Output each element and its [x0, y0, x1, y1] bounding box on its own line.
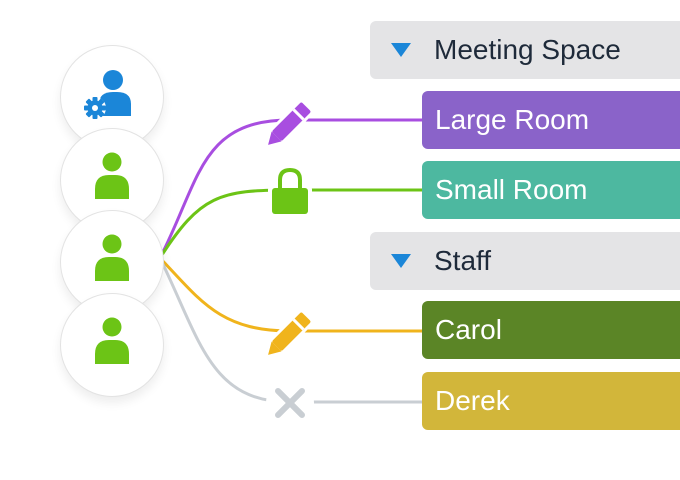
- user-gear-icon: [84, 70, 131, 119]
- resource-label: Derek: [435, 385, 510, 416]
- lock-icon[interactable]: [262, 158, 318, 222]
- triangle-down-icon: [391, 43, 411, 57]
- user-icon: [95, 152, 129, 199]
- group-header-label: Meeting Space: [434, 34, 621, 65]
- group-header-staff[interactable]: Staff: [370, 232, 680, 290]
- resource-carol[interactable]: Carol: [422, 301, 680, 359]
- triangle-down-icon: [391, 254, 411, 268]
- group-header-meeting-space[interactable]: Meeting Space: [370, 21, 680, 79]
- resource-small-room[interactable]: Small Room: [422, 161, 680, 219]
- resource-label: Carol: [435, 314, 502, 345]
- resource-label: Small Room: [435, 174, 588, 205]
- user-avatar-3[interactable]: [60, 293, 164, 397]
- resource-large-room[interactable]: Large Room: [422, 91, 680, 149]
- pencil-icon[interactable]: [255, 298, 325, 368]
- resource-label: Large Room: [435, 104, 590, 135]
- group-header-label: Staff: [434, 245, 492, 276]
- wire-large-room: [158, 118, 422, 259]
- resource-derek[interactable]: Derek: [422, 372, 680, 430]
- admin-avatar[interactable]: [60, 45, 164, 149]
- pencil-icon[interactable]: [255, 88, 325, 158]
- user-icon: [95, 317, 129, 364]
- user-icon: [95, 234, 129, 281]
- x-icon[interactable]: [262, 375, 318, 431]
